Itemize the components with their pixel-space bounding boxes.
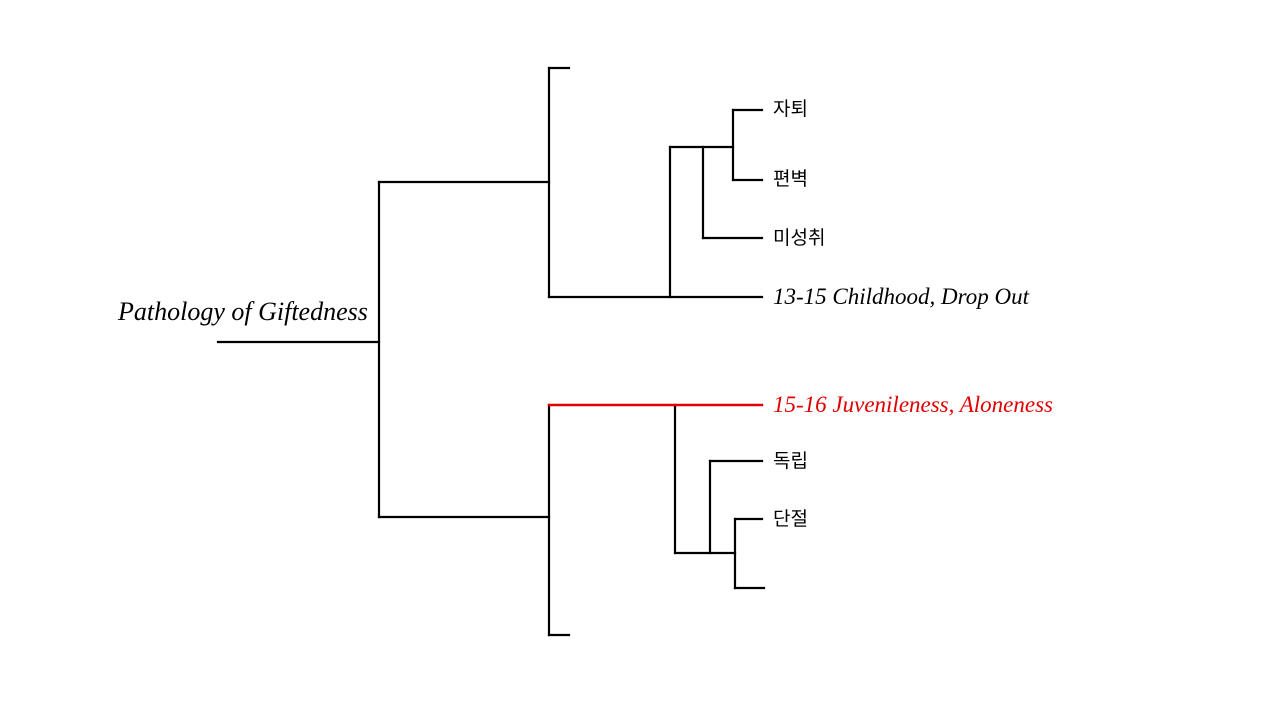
leaf-label-jatoe: 자퇴 (773, 98, 808, 120)
root-label: Pathology of Giftedness (118, 297, 368, 326)
leaf-label-danjeol: 단절 (773, 508, 808, 530)
node-label-childhood: 13-15 Childhood, Drop Out (773, 284, 1029, 309)
leaf-label-dongnip: 독립 (773, 450, 808, 472)
node-label-juvenileness: 15-16 Juvenileness, Aloneness (773, 392, 1053, 417)
leaf-label-miseongchwi: 미성취 (773, 227, 826, 249)
leaf-label-pyeonbyeok: 편벽 (773, 168, 808, 190)
